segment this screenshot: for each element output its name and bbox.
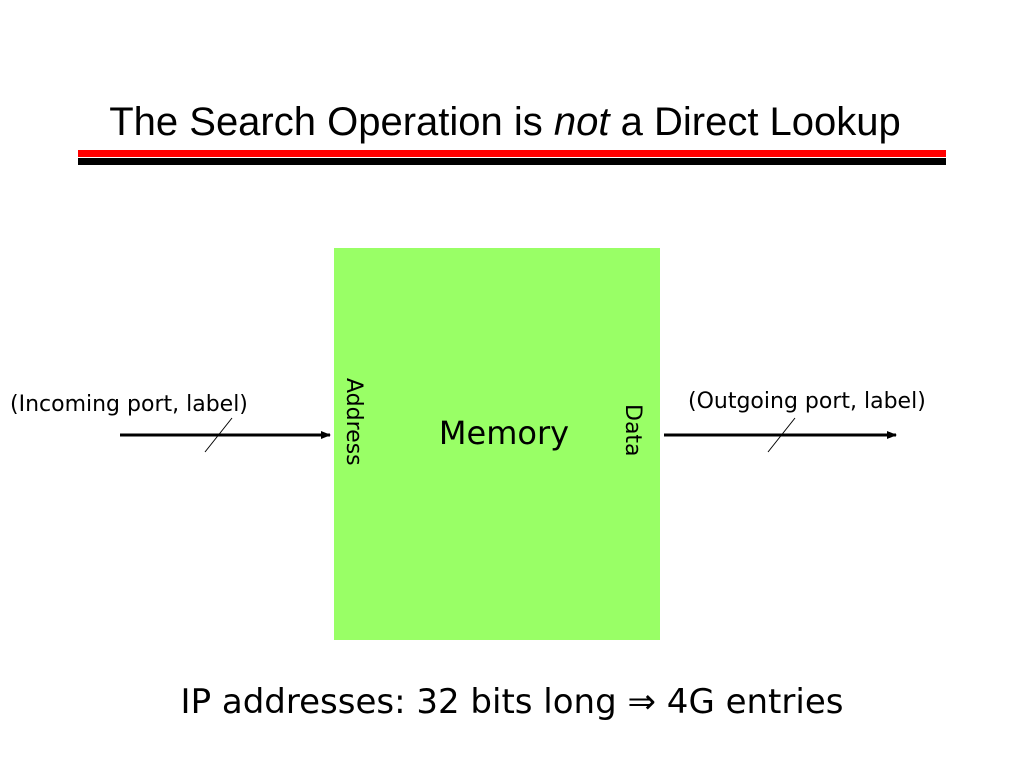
- footer-text-before: IP addresses: 32 bits long: [180, 682, 628, 722]
- output-label: (Outgoing port, label): [688, 389, 926, 414]
- memory-label: Memory: [438, 414, 570, 452]
- data-label: Data: [620, 404, 645, 457]
- implies-symbol: ⇒: [627, 682, 657, 722]
- output-bus-slash: [767, 417, 796, 453]
- title-underline-red: [78, 150, 946, 157]
- title-emphasis: not: [553, 100, 610, 144]
- input-bus-slash: [204, 417, 233, 453]
- title-start: The Search Operation is: [109, 100, 554, 144]
- title-underline-black: [78, 158, 946, 165]
- footer-note: IP addresses: 32 bits long ⇒ 4G entries: [0, 682, 1024, 722]
- memory-block: [334, 248, 660, 640]
- footer-text-after: 4G entries: [656, 682, 844, 722]
- input-label: (Incoming port, label): [10, 392, 248, 417]
- title-end: a Direct Lookup: [609, 100, 901, 144]
- slide-title: The Search Operation is not a Direct Loo…: [0, 100, 1010, 145]
- address-label: Address: [341, 378, 366, 466]
